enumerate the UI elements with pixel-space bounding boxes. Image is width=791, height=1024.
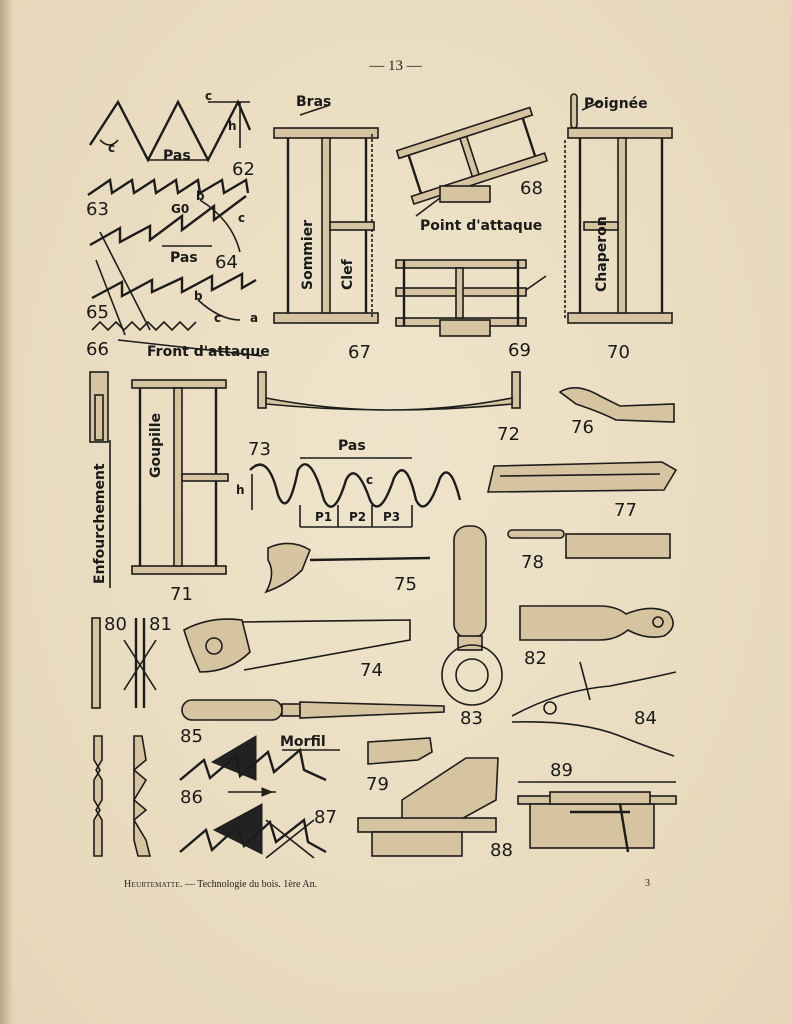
- label-b-65: b: [194, 289, 203, 303]
- page-binding-edge: [0, 0, 14, 1024]
- footer-author: Heurtematte: [124, 879, 180, 890]
- label-front-attaque: Front d'attaque: [147, 344, 270, 360]
- label-c-73: c: [366, 473, 373, 487]
- footer-credit: Heurtematte. — Technologie du bois. 1ère…: [124, 879, 317, 890]
- figure-number-80: 80: [104, 614, 127, 635]
- figure-78-tenon-saw: 78: [507, 529, 671, 573]
- figure-63-66-tooth-rows: 63 G0 b c Pas 64 b c a 65 66 Front d'att…: [86, 177, 270, 360]
- figure-number-88: 88: [490, 840, 513, 861]
- label-p3: P3: [383, 510, 400, 524]
- figure-number-67: 67: [348, 342, 371, 363]
- label-h-73: h: [236, 483, 245, 497]
- label-enfourchement: Enfourchement: [92, 463, 108, 584]
- label-g0: G0: [171, 202, 189, 216]
- figure-number-64: 64: [215, 252, 238, 273]
- label-h-62: h: [228, 119, 237, 133]
- figure-number-82: 82: [524, 648, 547, 669]
- label-c-62b: c: [205, 89, 212, 103]
- figure-number-65: 65: [86, 302, 109, 323]
- figure-76-tool: 76: [558, 387, 675, 438]
- figure-number-74: 74: [360, 660, 383, 681]
- figure-85-file: 85: [180, 699, 445, 747]
- label-chaperon: Chaperon: [594, 216, 610, 292]
- figure-number-77: 77: [614, 500, 637, 521]
- figure-number-62: 62: [232, 159, 255, 180]
- figure-75-keyhole-saw: 75: [264, 542, 431, 595]
- label-a-65: a: [250, 311, 258, 325]
- figure-67-frame-saw: Bras Sommier Clef 67: [273, 94, 379, 363]
- figure-89-saw-vice: 89: [517, 760, 677, 853]
- figure-74-handsaw: 74: [183, 618, 411, 681]
- figure-number-66: 66: [86, 339, 109, 360]
- figure-70-frame-saw: Poignée Chaperon 70: [564, 93, 673, 363]
- label-p1: P1: [315, 510, 332, 524]
- figure-77-file: 77: [486, 461, 678, 521]
- figure-number-85: 85: [180, 726, 203, 747]
- figure-number-89: 89: [550, 760, 573, 781]
- page-number: — 13 —: [369, 58, 422, 74]
- label-goupille: Goupille: [148, 413, 164, 478]
- figure-number-84: 84: [634, 708, 657, 729]
- figure-number-73: 73: [248, 439, 271, 460]
- figure-number-68: 68: [520, 178, 543, 199]
- figure-number-87: 87: [314, 807, 337, 828]
- label-pas-62: Pas: [163, 148, 191, 164]
- figure-88-mitre-block: 88: [357, 757, 513, 861]
- label-c-65: c: [214, 311, 221, 325]
- figure-number-63: 63: [86, 199, 109, 220]
- label-b-64: b: [196, 189, 205, 203]
- figure-number-70: 70: [607, 342, 630, 363]
- figure-number-71: 71: [170, 584, 193, 605]
- figure-number-83: 83: [460, 708, 483, 729]
- footer-title: . — Technologie du bois. 1ère An.: [179, 879, 318, 890]
- figure-number-75: 75: [394, 574, 417, 595]
- label-poignee: Poignée: [584, 96, 648, 112]
- figure-number-86: 86: [180, 787, 203, 808]
- figure-73-tooth-profile: 73 Pas c h P1 P2 P3: [236, 438, 462, 528]
- figure-86-87-sharpening: Morfil 86 87: [179, 734, 340, 859]
- figure-number-81: 81: [149, 614, 172, 635]
- label-pas-64: Pas: [170, 250, 198, 266]
- figure-84-pliers: 84: [511, 661, 677, 757]
- figure-79-profile: 79: [366, 737, 433, 795]
- figure-number-76: 76: [571, 417, 594, 438]
- figure-71-frame-saw: Enfourchement Goupille 71: [89, 371, 229, 605]
- label-pas-73: Pas: [338, 438, 366, 454]
- label-clef: Clef: [340, 258, 356, 290]
- footer-sheet-number: 3: [645, 878, 650, 889]
- label-c-62a: c: [108, 141, 115, 155]
- label-c-64: c: [238, 211, 245, 225]
- figure-number-69: 69: [508, 340, 531, 361]
- figure-number-79: 79: [366, 774, 389, 795]
- label-point-attaque: Point d'attaque: [420, 218, 542, 234]
- figure-number-78: 78: [521, 552, 544, 573]
- figure-72-crosscut-saw: 72: [257, 371, 521, 445]
- figure-68-69-saw-positions: 68 Point d'attaque 69: [395, 106, 549, 361]
- figure-62-tooth-profile: c c h Pas 62: [88, 89, 255, 180]
- label-bras: Bras: [296, 94, 331, 110]
- figure-83-tool-handle: 83: [441, 525, 503, 729]
- label-p2: P2: [349, 510, 366, 524]
- figure-set-teeth: [93, 735, 152, 857]
- figure-80-81-sets: 80 81: [91, 614, 172, 709]
- label-morfil: Morfil: [280, 734, 326, 750]
- figure-number-72: 72: [497, 424, 520, 445]
- label-sommier: Sommier: [300, 220, 316, 290]
- figure-82-saw-set: 82: [519, 605, 674, 669]
